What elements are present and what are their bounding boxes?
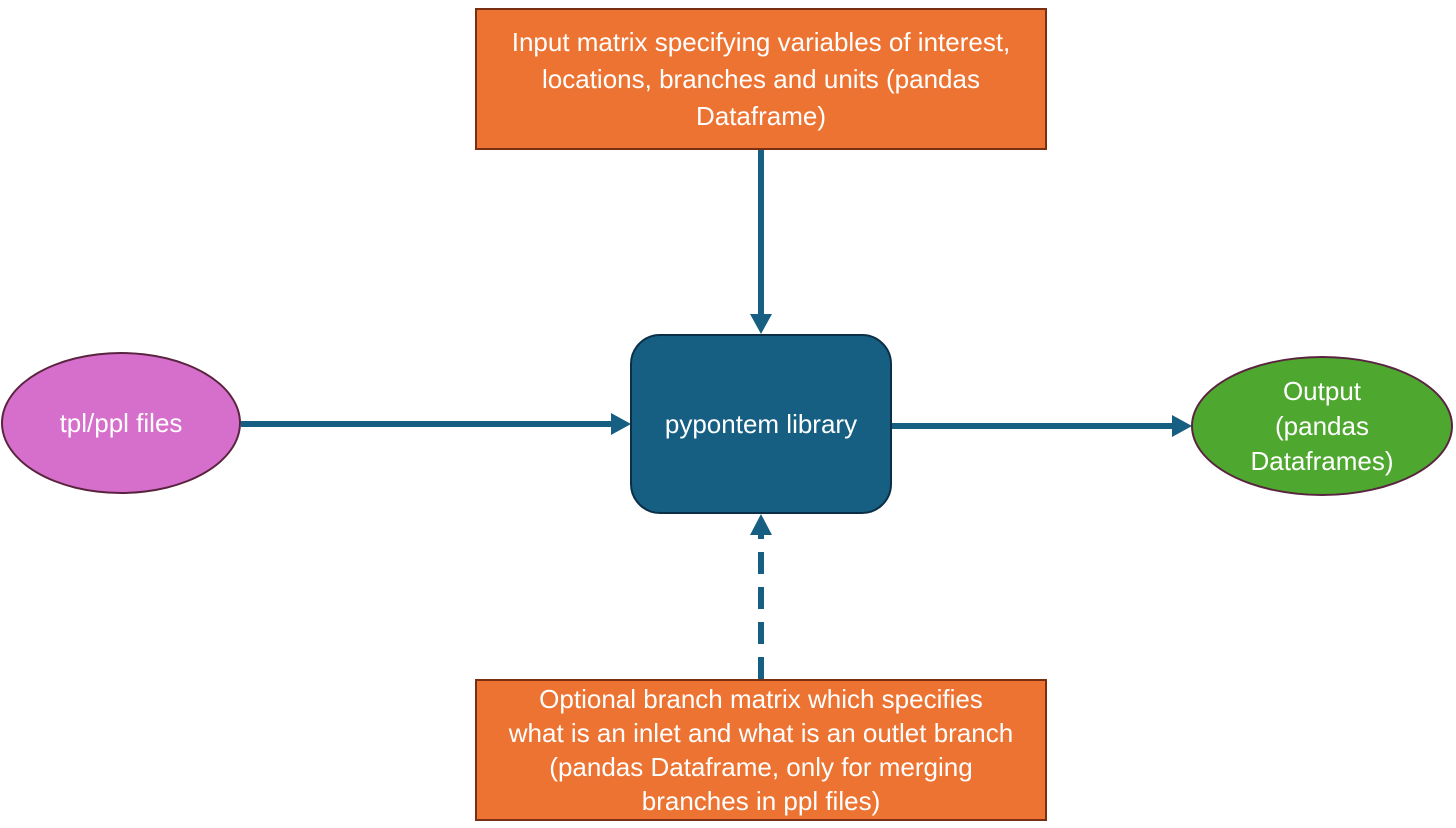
- arrow-files-to-core-head: [611, 413, 631, 435]
- output-line: (pandas: [1275, 410, 1369, 441]
- arrow-branch-to-core-head: [750, 514, 772, 535]
- pypontem-library-label: pypontem library: [664, 408, 858, 439]
- branch-matrix-line: branches in ppl files): [641, 786, 881, 816]
- output-line: Output: [1282, 375, 1362, 406]
- branch-matrix-line: what is an inlet and what is an outlet b…: [508, 718, 1014, 748]
- branch-matrix-box: Optional branch matrix which specifies w…: [475, 679, 1047, 821]
- branch-matrix-line: Optional branch matrix which specifies: [539, 684, 983, 714]
- input-matrix-line: Input matrix specifying variables of int…: [511, 26, 1011, 57]
- output-text: Output (pandas Dataframes): [1250, 374, 1393, 479]
- pypontem-library-box: pypontem library: [630, 334, 892, 514]
- input-matrix-line: locations, branches and units (pandas: [542, 63, 980, 94]
- branch-matrix-line: (pandas Dataframe, only for merging: [549, 752, 973, 782]
- tpl-ppl-files-ellipse: tpl/ppl files: [1, 352, 241, 494]
- output-ellipse: Output (pandas Dataframes): [1191, 356, 1453, 496]
- tpl-ppl-files-label: tpl/ppl files: [59, 407, 183, 438]
- input-matrix-text: Input matrix specifying variables of int…: [512, 24, 1011, 135]
- output-line: Dataframes): [1250, 445, 1394, 476]
- branch-matrix-text: Optional branch matrix which specifies w…: [509, 682, 1013, 818]
- arrow-input-to-core-head: [750, 314, 772, 334]
- input-matrix-line: Dataframe): [695, 100, 827, 131]
- arrow-core-to-output-head: [1172, 415, 1192, 437]
- input-matrix-box: Input matrix specifying variables of int…: [475, 8, 1047, 150]
